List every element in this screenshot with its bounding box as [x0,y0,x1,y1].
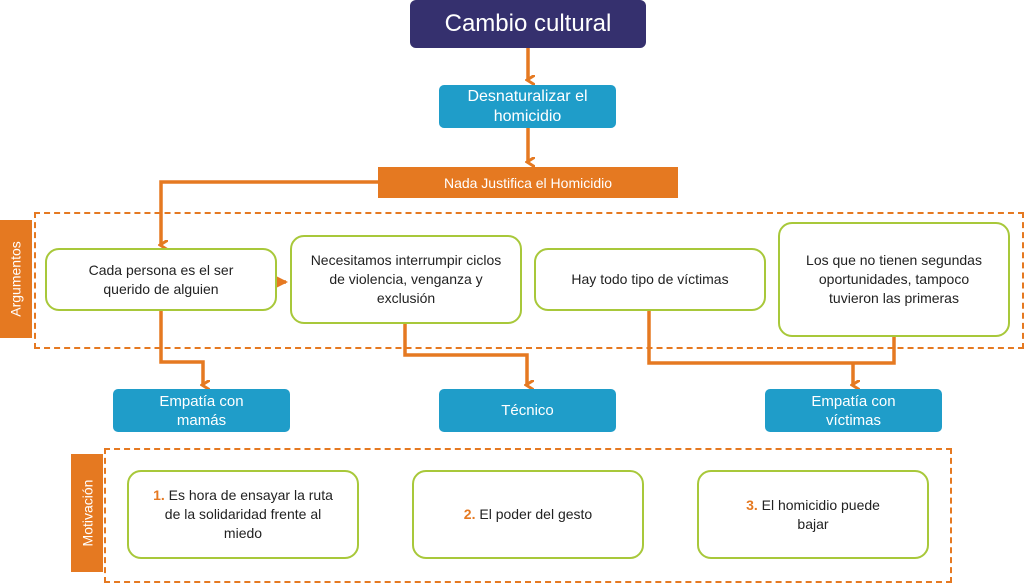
motivation-label: El poder del gesto [479,506,593,522]
motivation-number: 1. [153,487,165,503]
title-text: Cambio cultural [444,10,612,37]
outcome-empatia-mamas: Empatía con mamás [113,389,290,432]
step-desnaturalizar: Desnaturalizar el homicidio [439,85,616,128]
argument-text: Los que no tienen segundas oportunidades… [806,252,982,306]
argument-text: Hay todo tipo de víctimas [571,271,729,287]
motivation-card: 2. El poder del gesto [412,470,644,559]
argumentos-label: Argumentos [8,241,25,317]
argumentos-tag: Argumentos [0,220,32,338]
motivation-card: 1. Es hora de ensayar la ruta de la soli… [127,470,359,559]
argument-card: Necesitamos interrumpir ciclos de violen… [290,235,522,324]
motivation-card: 3. El homicidio puede bajar [697,470,929,559]
motivation-text: 2. El poder del gesto [464,505,592,524]
argument-card: Hay todo tipo de víctimas [534,248,766,311]
outcome-empatia-victimas: Empatía con víctimas [765,389,942,432]
banner-nada-justifica: Nada Justifica el Homicidio [378,167,678,198]
step-desnaturalizar-text: Desnaturalizar el homicidio [467,87,588,125]
argument-card: Cada persona es el ser querido de alguie… [45,248,277,311]
argument-card: Los que no tienen segundas oportunidades… [778,222,1010,337]
motivacion-frame [104,448,952,583]
outcome-text: Empatía con mamás [159,392,244,429]
argumentos-frame [34,212,1024,349]
motivacion-tag: Motivación [71,454,103,572]
outcome-tecnico: Técnico [439,389,616,432]
outcome-text: Técnico [501,402,554,419]
motivation-label: Es hora de ensayar la ruta de la solidar… [164,487,333,541]
motivacion-label: Motivación [79,479,96,547]
outcome-text: Empatía con víctimas [811,392,896,429]
motivation-number: 2. [463,506,476,522]
motivation-text: 3. El homicidio puede bajar [729,496,897,534]
motivation-label: El homicidio puede bajar [761,496,880,532]
argument-text: Cada persona es el ser querido de alguie… [88,261,234,297]
banner-text: Nada Justifica el Homicidio [443,174,613,191]
motivation-number: 3. [746,496,758,513]
motivation-text: 1. Es hora de ensayar la ruta de la soli… [153,486,333,543]
argument-text: Necesitamos interrumpir ciclos de violen… [310,252,502,306]
title-box: Cambio cultural [410,0,646,48]
